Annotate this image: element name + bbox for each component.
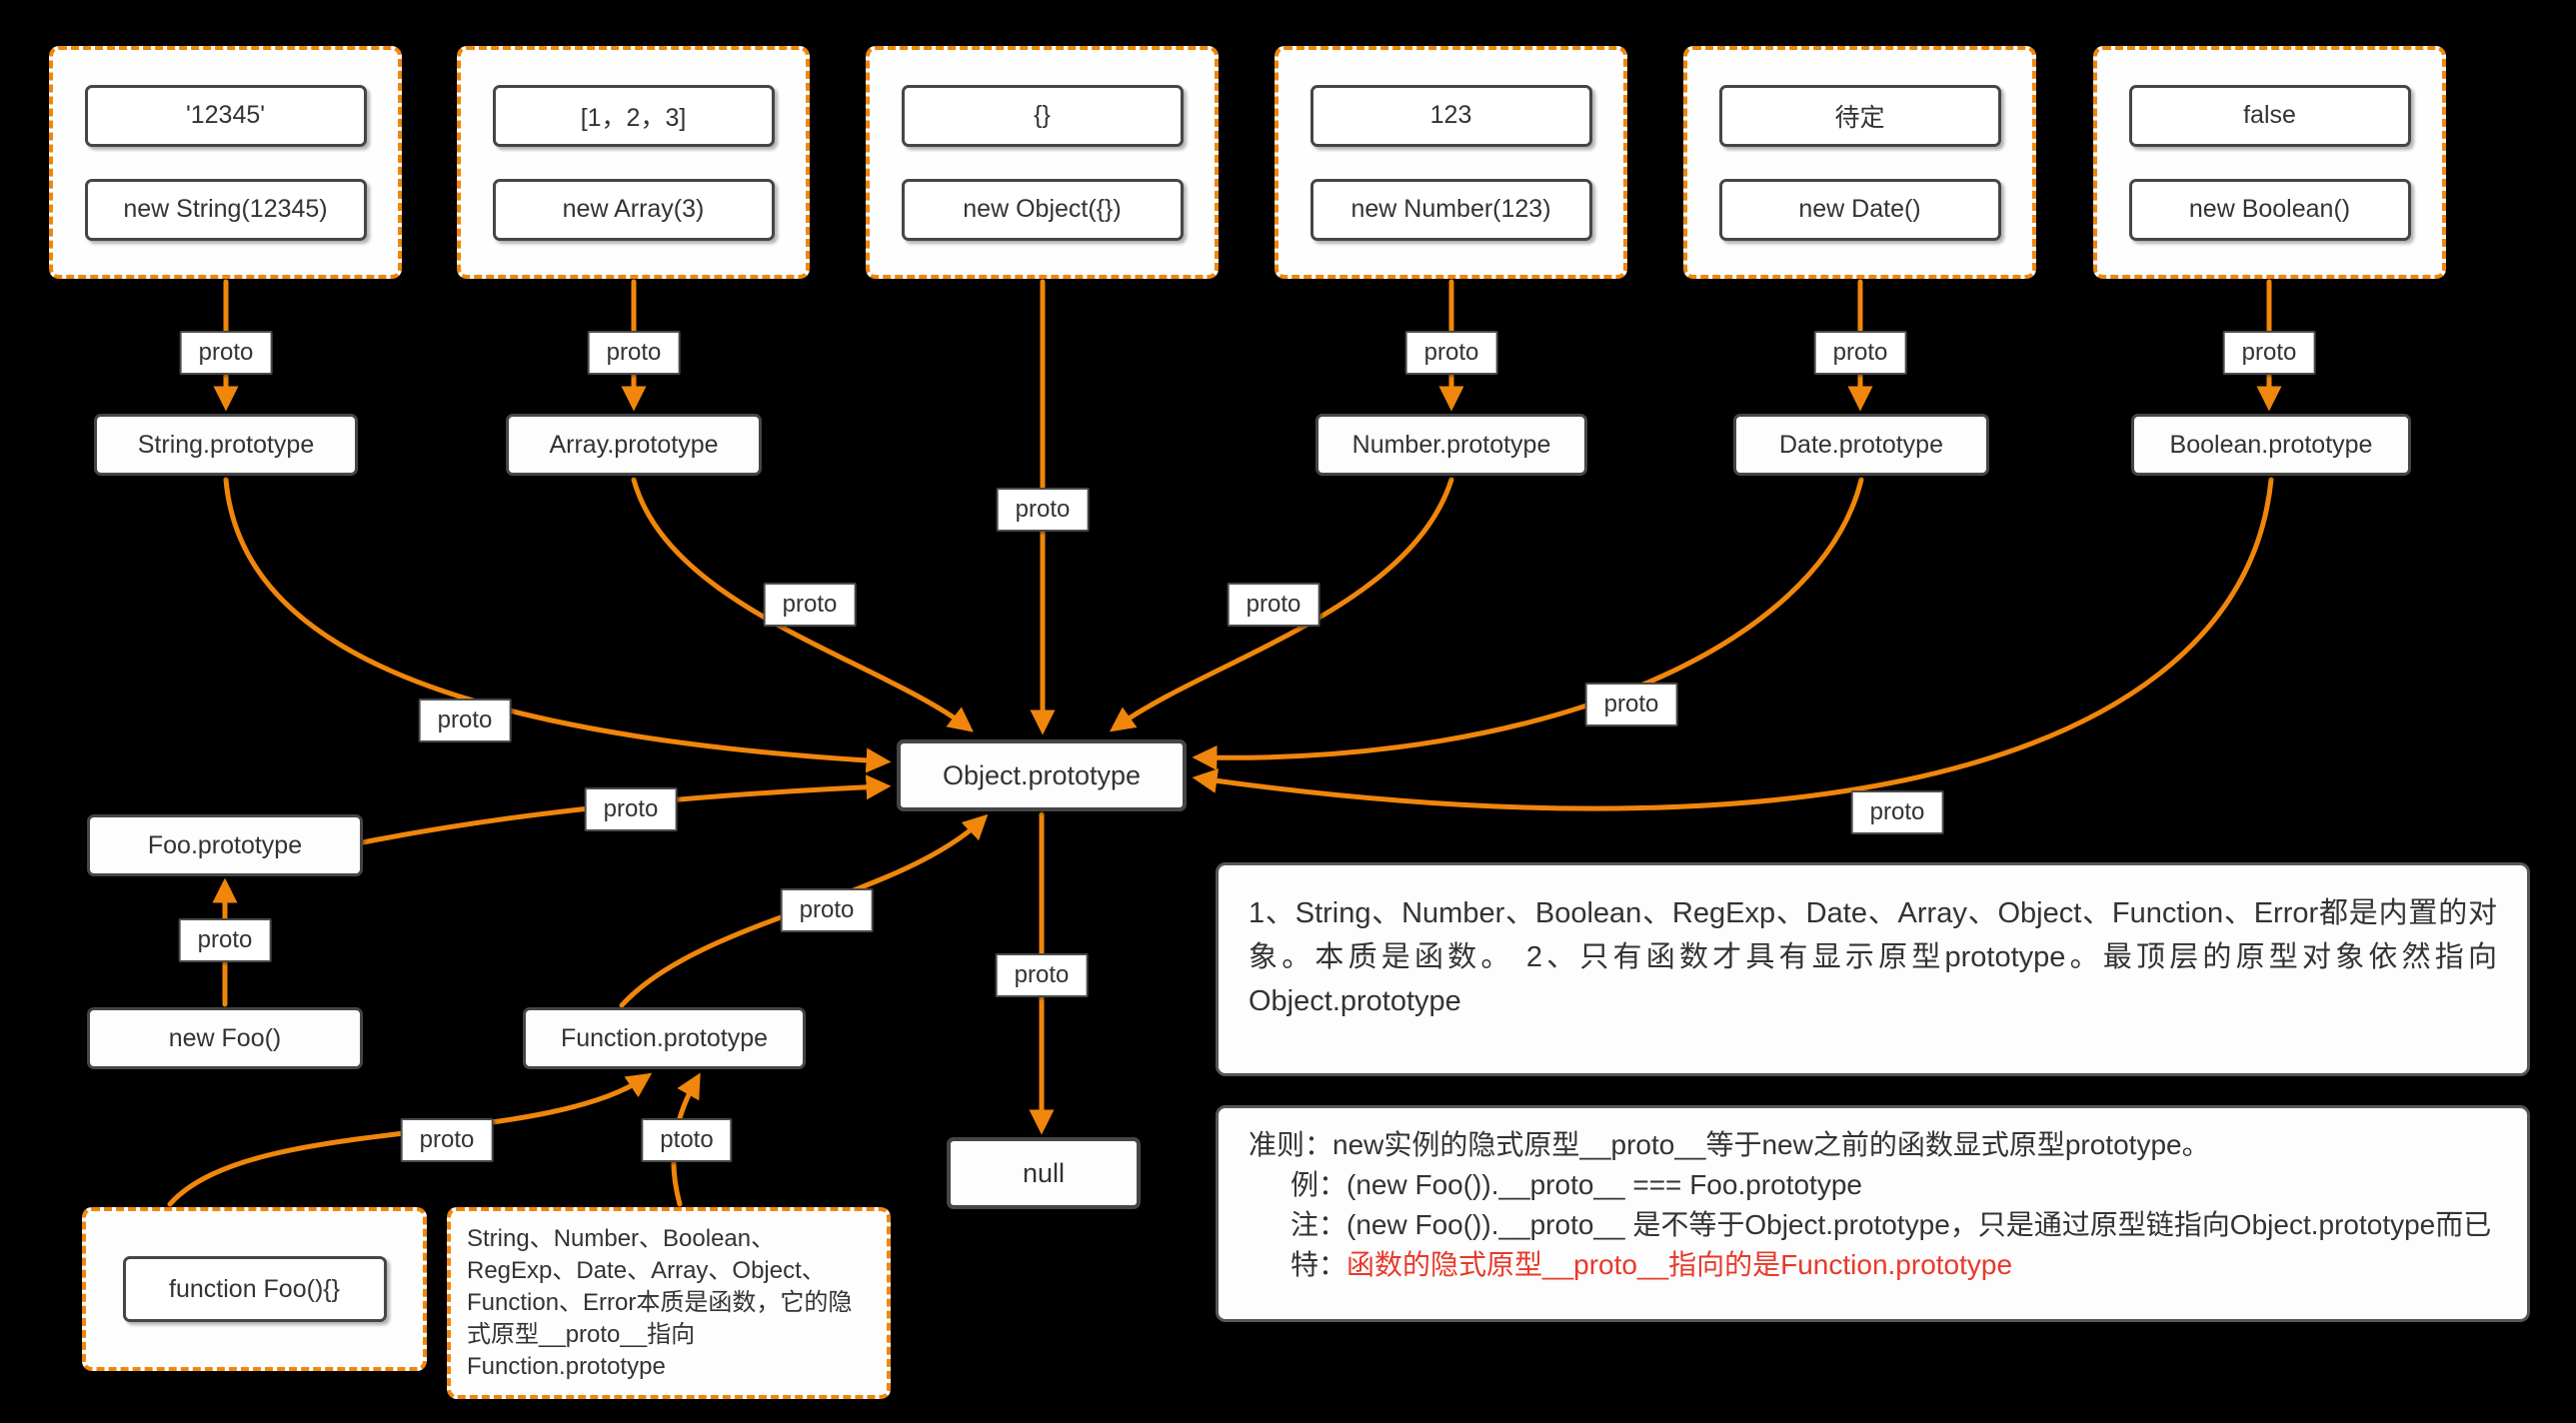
- edge-label-proto-number-instance: proto: [1404, 331, 1498, 375]
- arrow-boolean-prototype-to-object-prototype: [1192, 477, 2274, 811]
- note-rules-line1: 准则：new实例的隐式原型__proto__等于new之前的函数显式原型prot…: [1249, 1129, 2210, 1160]
- boolean-prototype-node: Boolean.prototype: [2131, 414, 2411, 476]
- function-foo-card: function Foo(){}: [82, 1207, 427, 1371]
- edge-label-proto-boolean-prototype: proto: [1850, 790, 1944, 834]
- edge-label-proto-date-prototype: proto: [1584, 683, 1678, 726]
- note-rules-line4-red: 函数的隐式原型__proto__指向的是Function.prototype: [1346, 1249, 2013, 1280]
- edge-label-ptoto-side-note: ptoto: [641, 1118, 733, 1162]
- edge-label-proto-array-instance: proto: [587, 331, 681, 375]
- edge-label-proto-object-instance: proto: [996, 488, 1090, 532]
- instance-value-box: 待定: [1718, 84, 2001, 147]
- edge-label-proto-function-foo: proto: [400, 1118, 494, 1162]
- note-rules-line3: 注：(new Foo()).__proto__ 是不等于Object.proto…: [1290, 1209, 2492, 1240]
- edge-label-proto-date-instance: proto: [1813, 331, 1907, 375]
- side-note-box: String、Number、Boolean、RegExp、Date、Array、…: [447, 1207, 891, 1399]
- instance-card-string: '12345' new String(12345): [49, 46, 402, 279]
- edge-label-proto-boolean-instance: proto: [2222, 331, 2316, 375]
- instance-expression-box: new Array(3): [492, 178, 775, 241]
- string-prototype-node: String.prototype: [94, 414, 358, 476]
- arrow-array-prototype-to-object-prototype: [631, 477, 974, 732]
- edge-label-proto-function-prototype: proto: [780, 888, 874, 932]
- edge-label-proto-array-prototype: proto: [763, 583, 857, 627]
- edge-label-proto-string-instance: proto: [179, 331, 273, 375]
- instance-expression-box: new String(12345): [84, 178, 367, 241]
- function-prototype-node: Function.prototype: [523, 1007, 806, 1069]
- instance-expression-box: new Number(123): [1309, 178, 1592, 241]
- arrow-number-prototype-to-object-prototype: [1109, 477, 1454, 732]
- array-prototype-node: Array.prototype: [506, 414, 762, 476]
- arrow-string-prototype-to-object-prototype: [223, 477, 892, 773]
- edge-label-proto-new-foo: proto: [178, 918, 272, 962]
- note-rules: 准则：new实例的隐式原型__proto__等于new之前的函数显式原型prot…: [1216, 1105, 2530, 1322]
- note-rules-line4-prefix: 特：: [1290, 1249, 1347, 1280]
- instance-value-box: 123: [1309, 84, 1592, 147]
- instance-expression-box: new Boolean(): [2128, 178, 2411, 241]
- instance-value-box: {}: [901, 84, 1184, 147]
- note-rules-line4: 特：函数的隐式原型__proto__指向的是Function.prototype: [1249, 1245, 2497, 1285]
- edge-label-proto-object-to-null: proto: [995, 953, 1089, 997]
- number-prototype-node: Number.prototype: [1315, 414, 1587, 476]
- edge-label-proto-foo-prototype: proto: [584, 787, 678, 831]
- instance-card-boolean: false new Boolean(): [2093, 46, 2446, 279]
- object-prototype-node: Object.prototype: [897, 739, 1187, 811]
- instance-card-array: [1，2，3] new Array(3): [457, 46, 810, 279]
- edge-label-proto-string-prototype: proto: [418, 699, 512, 742]
- null-node: null: [947, 1137, 1141, 1209]
- function-foo-box: function Foo(){}: [122, 1256, 387, 1322]
- instance-value-box: false: [2128, 84, 2411, 147]
- instance-card-number: 123 new Number(123): [1275, 46, 1627, 279]
- foo-prototype-node: Foo.prototype: [87, 814, 363, 876]
- instance-value-box: [1，2，3]: [492, 84, 775, 147]
- instance-expression-box: new Object({}): [901, 178, 1184, 241]
- instance-card-date: 待定 new Date(): [1683, 46, 2036, 279]
- new-foo-node: new Foo(): [87, 1007, 363, 1069]
- date-prototype-node: Date.prototype: [1733, 414, 1989, 476]
- instance-expression-box: new Date(): [1718, 178, 2001, 241]
- instance-card-object: {} new Object({}): [866, 46, 1219, 279]
- note-rules-line2: 例：(new Foo()).__proto__ === Foo.prototyp…: [1290, 1169, 1862, 1200]
- edge-label-proto-number-prototype: proto: [1227, 583, 1320, 627]
- instance-value-box: '12345': [84, 84, 367, 147]
- note-builtin-objects: 1、String、Number、Boolean、RegExp、Date、Arra…: [1216, 862, 2530, 1076]
- arrow-function-foo-to-function-prototype: [167, 1072, 653, 1207]
